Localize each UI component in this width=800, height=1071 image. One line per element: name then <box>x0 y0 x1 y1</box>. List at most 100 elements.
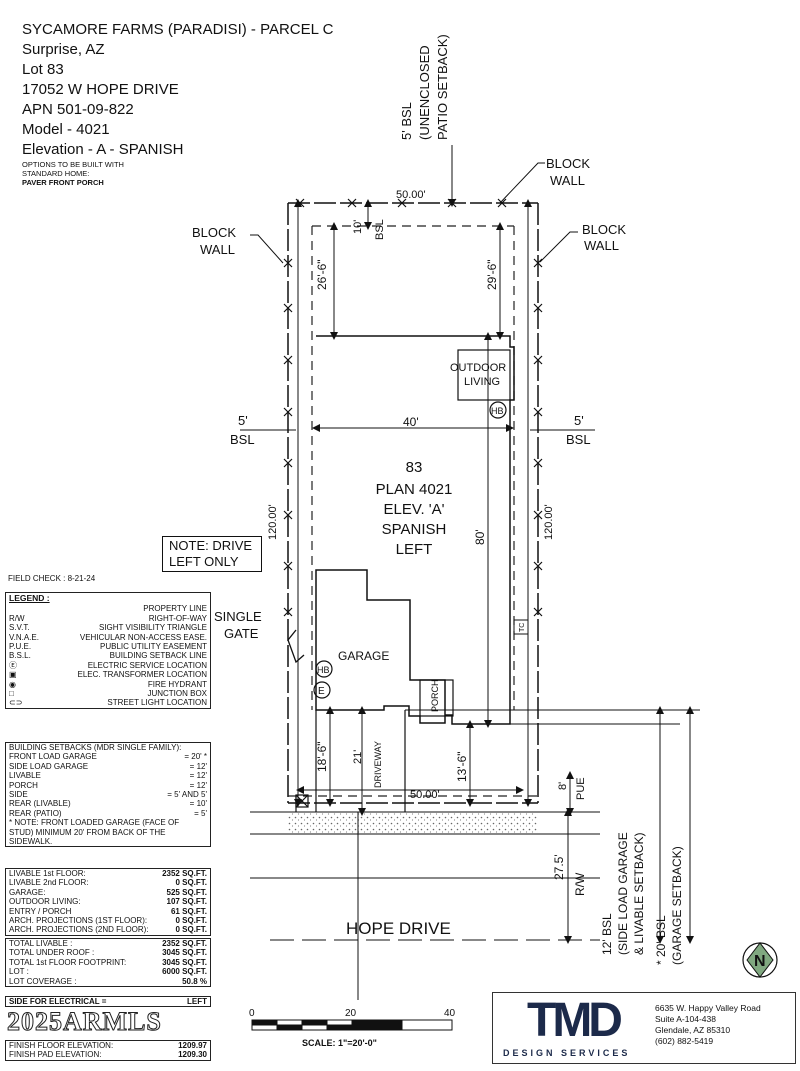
legend-item-label: S.V.T. <box>9 623 30 633</box>
bsl-20-1: * 20' BSL <box>654 915 668 965</box>
project-name: SYCAMORE FARMS (PARADISI) - PARCEL C <box>22 21 334 38</box>
street-name: HOPE DRIVE <box>346 919 451 938</box>
outdoor-living-label-2: LIVING <box>464 376 500 388</box>
plan-label: PLAN 4021 <box>376 481 453 498</box>
single-gate-label-1: SINGLE <box>214 609 262 624</box>
legend-item-label: ▣ <box>9 670 17 680</box>
apn: APN 501-09-822 <box>22 101 134 118</box>
model: Model - 4021 <box>22 121 110 138</box>
setback-row: LIVABLE= 12' <box>6 771 210 780</box>
style-label: SPANISH <box>382 521 447 538</box>
street-address: 17052 W HOPE DRIVE <box>22 81 179 98</box>
options-line-1: OPTIONS TO BE BUILT WITH <box>22 160 124 169</box>
porch-label: PORCH <box>430 679 440 712</box>
total-row: TOTAL UNDER ROOF : 3045 SQ.FT. <box>6 948 210 957</box>
legend-item-value: STREET LIGHT LOCATION <box>107 698 207 708</box>
scale-0: 0 <box>249 1008 255 1019</box>
setback-row-label: REAR (LIVABLE) <box>9 799 71 809</box>
total-row-value: 3045 SQ.FT. <box>162 948 207 958</box>
driveway-label: DRIVEWAY <box>373 741 383 788</box>
legend-item-label: R/W <box>9 613 25 623</box>
setbacks-box: BUILDING SETBACKS (MDR SINGLE FAMILY): F… <box>5 742 211 848</box>
company-logo: TMD <box>527 994 623 1047</box>
total-row-label: TOTAL UNDER ROOF : <box>9 948 95 958</box>
patio-bsl-1: 5' BSL <box>399 102 414 140</box>
watermark-stamp: 2025ARMLS <box>7 1007 162 1037</box>
setback-row-label: PORCH <box>9 780 38 790</box>
field-check: FIELD CHECK : 8-21-24 <box>8 574 96 583</box>
city: Surprise, AZ <box>22 41 105 58</box>
sidewalk <box>288 812 538 834</box>
legend-item-label: P.U.E. <box>9 642 32 652</box>
area-row-value: 525 SQ.FT. <box>166 887 207 897</box>
area-row: LIVABLE 2nd FLOOR:0 SQ.FT. <box>6 878 210 887</box>
total-row-label: LOT COVERAGE : <box>9 976 77 986</box>
elevation-row-value: 1209.97 <box>178 1041 207 1050</box>
elevation-row-value: 1209.30 <box>178 1050 207 1060</box>
legend-item: □JUNCTION BOX <box>6 689 210 698</box>
legend-item: B.S.L.BUILDING SETBACK LINE <box>6 651 210 660</box>
setback-row: FRONT LOAD GARAGE= 20' * <box>6 752 210 761</box>
outdoor-living-area <box>457 349 511 401</box>
drive-note: NOTE: DRIVE LEFT ONLY <box>162 536 262 572</box>
dim-13-6: 13'-6" <box>455 751 469 782</box>
setback-row-value: = 12' <box>189 761 207 771</box>
electric-label: E <box>318 686 325 697</box>
areas-box: LIVABLE 1st FLOOR:2352 SQ.FT.LIVABLE 2nd… <box>5 868 211 936</box>
setback-row-value: = 10' <box>189 799 207 809</box>
total-row: LOT :6000 SQ.FT. <box>6 967 210 976</box>
total-row-label: LOT : <box>9 967 29 977</box>
drive-note-line-2: LEFT ONLY <box>169 554 239 569</box>
area-row-value: 0 SQ.FT. <box>175 916 207 926</box>
setback-note-2: STUD) MINIMUM 20' FROM BACK OF THE <box>9 827 166 837</box>
company-block: TMD DESIGN SERVICES 6635 W. Happy Valley… <box>492 992 796 1064</box>
area-row-value: 2352 SQ.FT. <box>162 869 207 878</box>
scale-bar <box>251 1019 453 1031</box>
legend-item: R/W RIGHT-OF-WAY <box>6 614 210 623</box>
dim-18-6: 18'-6" <box>315 741 329 772</box>
dim-26-6: 26'-6" <box>315 259 329 290</box>
single-gate <box>287 629 305 664</box>
setback-row: PORCH = 12' <box>6 781 210 790</box>
hose-bib-icon-garage <box>315 660 333 678</box>
legend-item-value: PROPERTY LINE <box>143 604 207 614</box>
top-lot-dimension: 50.00' <box>396 189 426 201</box>
pue-dim: 8' <box>557 782 569 790</box>
area-row: ARCH. PROJECTIONS (2ND FLOOR):0 SQ.FT. <box>6 925 210 934</box>
area-row: LIVABLE 1st FLOOR:2352 SQ.FT. <box>6 869 210 878</box>
legend-item-value: SIGHT VISIBILITY TRIANGLE <box>98 623 207 633</box>
area-row: OUTDOOR LIVING:107 SQ.FT. <box>6 897 210 906</box>
area-row-value: 0 SQ.FT. <box>175 925 207 935</box>
dim-21: 21' <box>352 750 364 764</box>
side-setback-left-bsl: BSL <box>230 432 255 447</box>
driveway <box>295 710 406 812</box>
block-wall-left-2: WALL <box>200 242 235 257</box>
setback-row-value: = 12' <box>189 780 207 790</box>
area-row-label: GARAGE: <box>9 887 46 897</box>
legend-item: ▣ELEC. TRANSFORMER LOCATION <box>6 670 210 679</box>
options-line-2: STANDARD HOME: <box>22 169 90 178</box>
project-header: SYCAMORE FARMS (PARADISI) - PARCEL C Sur… <box>22 20 333 187</box>
setback-row-label: REAR (PATIO) <box>9 808 62 818</box>
lot-depth-left: 120.00' <box>267 504 279 540</box>
setback-row-label: LIVABLE <box>9 771 41 781</box>
patio-bsl-2: (UNENCLOSED <box>417 45 432 140</box>
legend-item-value: VEHICULAR NON-ACCESS EASE. <box>79 632 207 642</box>
elevation-row: FINISH FLOOR ELEVATION:1209.97 <box>6 1041 210 1050</box>
setback-row: REAR (LIVABLE) = 10' <box>6 799 210 808</box>
legend-item-label: B.S.L. <box>9 651 31 661</box>
side-setback-right: 5' <box>574 413 584 428</box>
house-depth-dim: 80' <box>473 529 487 545</box>
legend-item-label: □ <box>9 689 14 699</box>
legend-item-value: RIGHT-OF-WAY <box>148 613 207 623</box>
area-row-label: ENTRY / PORCH <box>9 906 72 916</box>
side-setback-left: 5' <box>238 413 248 428</box>
company-address: 6635 W. Happy Valley Road Suite A-104-43… <box>655 1003 761 1047</box>
elevation-row: FINISH PAD ELEVATION:1209.30 <box>6 1050 210 1059</box>
company-address-3: Glendale, AZ 85310 <box>655 1025 731 1035</box>
dim-27-5: 27.5' <box>552 854 566 880</box>
house-width-dim: 40' <box>403 415 419 429</box>
